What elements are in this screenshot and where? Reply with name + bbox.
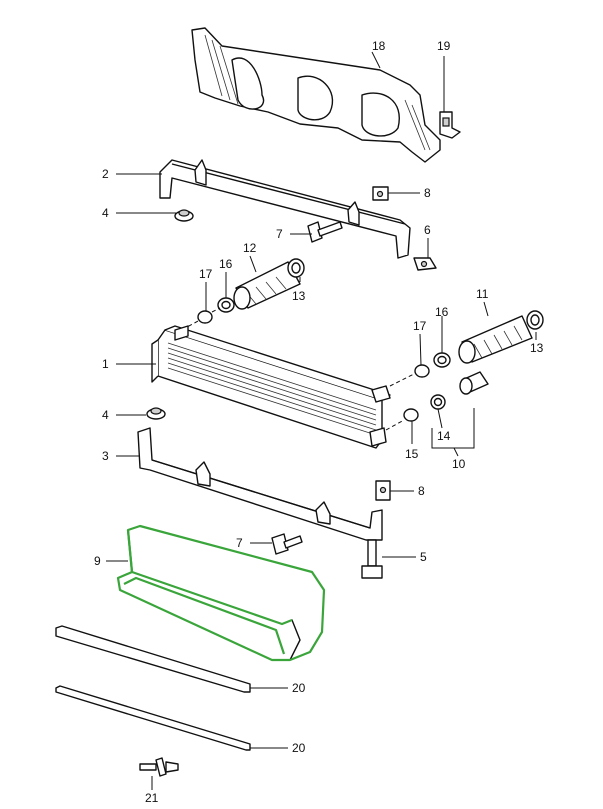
part-9-air-duct[interactable] xyxy=(116,524,326,662)
part-16-right-ring[interactable] xyxy=(433,352,451,368)
part-14-ring[interactable] xyxy=(430,394,446,410)
callout-8-lower: 8 xyxy=(418,484,425,498)
leader-lines xyxy=(106,51,537,790)
part-21-rivet[interactable] xyxy=(139,757,179,777)
part-5-stud[interactable] xyxy=(361,539,383,579)
part-13-right-clamp[interactable] xyxy=(526,310,544,330)
callout-5: 5 xyxy=(420,550,427,564)
callout-10: 10 xyxy=(452,457,466,471)
part-17-right-seal[interactable] xyxy=(414,364,430,378)
callout-labels: 18 19 2 8 4 7 6 17 16 12 13 1 17 16 11 1… xyxy=(94,39,544,805)
callout-16-right: 16 xyxy=(435,305,449,319)
part-6-clip-nut[interactable] xyxy=(413,257,437,271)
part-10-fitting[interactable] xyxy=(459,371,489,395)
part-15-seal[interactable] xyxy=(403,408,419,422)
part-4-lower-grommet[interactable] xyxy=(146,407,166,420)
callout-13-right: 13 xyxy=(530,341,544,355)
part-2-upper-bracket[interactable] xyxy=(159,159,411,259)
part-7-lower-bolt[interactable] xyxy=(271,533,303,555)
part-7-upper-bolt[interactable] xyxy=(307,221,343,243)
part-4-upper-grommet[interactable] xyxy=(174,209,194,222)
part-12-left-hose[interactable] xyxy=(233,261,301,310)
part-20-lower-strip[interactable] xyxy=(55,685,251,751)
callout-7-lower: 7 xyxy=(236,536,243,550)
callout-9: 9 xyxy=(94,554,101,568)
callout-21: 21 xyxy=(145,791,159,805)
part-18-air-shroud[interactable] xyxy=(191,27,441,163)
callout-14: 14 xyxy=(437,429,451,443)
callout-20-upper: 20 xyxy=(292,681,306,695)
callout-3: 3 xyxy=(102,449,109,463)
part-16-left-ring[interactable] xyxy=(217,297,235,313)
part-3-lower-bracket[interactable] xyxy=(137,427,383,541)
callout-4-lower: 4 xyxy=(102,408,109,422)
callout-20-lower: 20 xyxy=(292,741,306,755)
callout-13-left: 13 xyxy=(292,289,306,303)
callout-17-left: 17 xyxy=(199,267,213,281)
part-11-right-hose[interactable] xyxy=(458,315,533,364)
callout-15: 15 xyxy=(405,447,419,461)
callout-1: 1 xyxy=(102,357,109,371)
part-13-left-clamp[interactable] xyxy=(287,258,305,278)
callout-2: 2 xyxy=(102,167,109,181)
callout-4-upper: 4 xyxy=(102,206,109,220)
part-8-lower-clip[interactable] xyxy=(375,480,391,501)
callout-17-right: 17 xyxy=(413,319,427,333)
part-1-radiator[interactable] xyxy=(151,325,391,449)
part-8-upper-clip[interactable] xyxy=(372,186,389,201)
part-19-clip[interactable] xyxy=(439,111,461,139)
callout-6: 6 xyxy=(424,223,431,237)
part-20-upper-strip[interactable] xyxy=(55,625,251,693)
callout-18: 18 xyxy=(372,39,386,53)
callout-7-upper: 7 xyxy=(276,227,283,241)
callout-12: 12 xyxy=(243,241,257,255)
callout-11: 11 xyxy=(476,287,489,301)
callout-8-upper: 8 xyxy=(424,186,431,200)
callout-16-left: 16 xyxy=(219,257,233,271)
part-17-left-seal[interactable] xyxy=(197,310,213,324)
callout-19: 19 xyxy=(437,39,451,53)
